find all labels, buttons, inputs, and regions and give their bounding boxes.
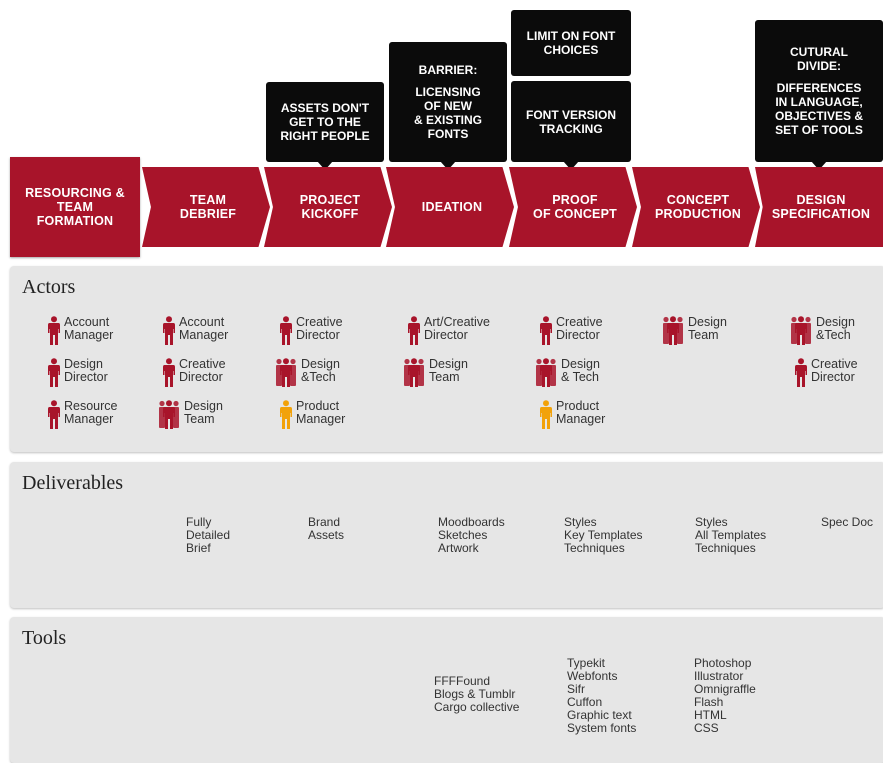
- person-icon: [280, 316, 292, 351]
- deliverable-team-debrief: Fully Detailed Brief: [186, 515, 231, 555]
- actor-entry: Creative Director: [540, 316, 603, 351]
- deliverable-ideation: Moodboards Sketches Artwork: [438, 515, 505, 555]
- callout-version: FONT VERSION TRACKING: [511, 81, 631, 170]
- person-icon: [280, 400, 292, 435]
- actor-label: Design Team: [429, 357, 468, 384]
- actor-label: Product Manager: [296, 399, 346, 426]
- actor-entry: Design Team: [662, 316, 727, 351]
- actor-entry: Resource Manager: [48, 400, 118, 435]
- group-icon: [403, 358, 425, 393]
- stage-project-kickoff: PROJECT KICKOFF: [264, 167, 392, 247]
- person-icon: [163, 316, 175, 351]
- callout-barrier: BARRIER: LICENSING OF NEW & EXISTING FON…: [389, 42, 507, 170]
- callout-assets-text: ASSETS DON'T GET TO THE RIGHT PEOPLE: [280, 101, 370, 143]
- actor-entry: Product Manager: [540, 400, 605, 435]
- group-icon: [275, 358, 297, 393]
- person-icon: [48, 316, 60, 351]
- tools-concept-production: Photoshop Illustrator Omnigraffle Flash …: [694, 656, 756, 735]
- group-icon: [662, 316, 684, 351]
- actor-label: Creative Director: [811, 357, 858, 384]
- actor-entry: Account Manager: [48, 316, 113, 351]
- actor-entry: Design &Tech: [790, 316, 855, 351]
- callout-assets: ASSETS DON'T GET TO THE RIGHT PEOPLE: [266, 82, 384, 170]
- actor-entry: Design Team: [158, 400, 223, 435]
- actor-label: Art/Creative Director: [424, 315, 490, 342]
- person-icon: [48, 358, 60, 393]
- actor-label: Design &Tech: [301, 357, 340, 384]
- tools-ideation: FFFFound Blogs & Tumblr Cargo collective: [434, 674, 520, 714]
- actor-label: Product Manager: [556, 399, 606, 426]
- actor-entry: Creative Director: [280, 316, 343, 351]
- callout-pointer: [440, 161, 456, 170]
- tools-title: Tools: [22, 627, 67, 649]
- deliverable-project-kickoff: Brand Assets: [308, 515, 345, 542]
- actor-entry: Design Team: [403, 358, 468, 393]
- actor-label: Account Manager: [64, 315, 114, 342]
- deliverables-title: Deliverables: [22, 472, 124, 494]
- group-icon: [535, 358, 557, 393]
- actor-label: Resource Manager: [64, 399, 118, 426]
- actor-label: Creative Director: [179, 357, 226, 384]
- actor-label: Creative Director: [296, 315, 343, 342]
- group-icon: [158, 400, 180, 435]
- callout-pointer: [811, 161, 827, 170]
- actor-entry: Creative Director: [163, 358, 226, 393]
- actors-title: Actors: [22, 276, 76, 298]
- stage-concept-production: CONCEPT PRODUCTION: [632, 167, 760, 247]
- deliverables-panel: Deliverables Fully Detailed Brief Brand …: [10, 462, 883, 608]
- callout-pointer: [317, 161, 333, 170]
- deliverable-design-specification: Spec Doc: [821, 515, 874, 529]
- stage-resourcing: RESOURCING & TEAM FORMATION: [10, 157, 140, 257]
- person-icon: [540, 400, 552, 435]
- actor-label: Design & Tech: [561, 357, 600, 384]
- callout-barrier-heading: BARRIER:: [418, 63, 478, 77]
- actor-entry: Account Manager: [163, 316, 228, 351]
- callout-divide-text: DIFFERENCES IN LANGUAGE, OBJECTIVES & SE…: [774, 81, 864, 137]
- group-icon: [790, 316, 812, 351]
- callout-divide-heading: CUTURAL DIVIDE:: [790, 45, 848, 73]
- callout-version-text: FONT VERSION TRACKING: [525, 107, 616, 136]
- actor-label: Account Manager: [179, 315, 229, 342]
- deliverable-concept-production: Styles All Templates Techniques: [695, 515, 767, 555]
- actor-label: Design Director: [64, 357, 108, 384]
- callout-limit: LIMIT ON FONT CHOICES: [511, 10, 631, 76]
- person-icon: [48, 400, 60, 435]
- stage-design-specification: DESIGN SPECIFICATION: [755, 167, 883, 247]
- actor-entry: Creative Director: [795, 358, 858, 393]
- callout-limit-text: LIMIT ON FONT CHOICES: [526, 29, 616, 57]
- actor-label: Design Team: [184, 399, 223, 426]
- deliverable-proof-of-concept: Styles Key Templates Techniques: [564, 515, 643, 555]
- actor-entry: Design Director: [48, 358, 108, 393]
- actor-entry: Art/Creative Director: [408, 316, 490, 351]
- stage-team-debrief: TEAM DEBRIEF: [142, 167, 270, 247]
- person-icon: [408, 316, 420, 351]
- person-icon: [540, 316, 552, 351]
- actor-entry: Design &Tech: [275, 358, 340, 393]
- stage-ideation: IDEATION: [386, 167, 514, 247]
- actor-entry: Product Manager: [280, 400, 345, 435]
- stage-proof-of-concept: PROOF OF CONCEPT: [509, 167, 637, 247]
- actor-entry: Design & Tech: [535, 358, 600, 393]
- callout-barrier-text: LICENSING OF NEW & EXISTING FONTS: [413, 85, 482, 141]
- actor-label: Creative Director: [556, 315, 603, 342]
- person-icon: [795, 358, 807, 393]
- callout-pointer: [563, 161, 579, 170]
- actor-label: Design Team: [688, 315, 727, 342]
- tools-proof-of-concept: Typekit Webfonts Sifr Cuffon Graphic tex…: [567, 656, 637, 735]
- tools-panel: Tools FFFFound Blogs & Tumblr Cargo coll…: [10, 617, 883, 763]
- actor-label: Design &Tech: [816, 315, 855, 342]
- person-icon: [163, 358, 175, 393]
- callout-divide: CUTURAL DIVIDE: DIFFERENCES IN LANGUAGE,…: [755, 20, 883, 170]
